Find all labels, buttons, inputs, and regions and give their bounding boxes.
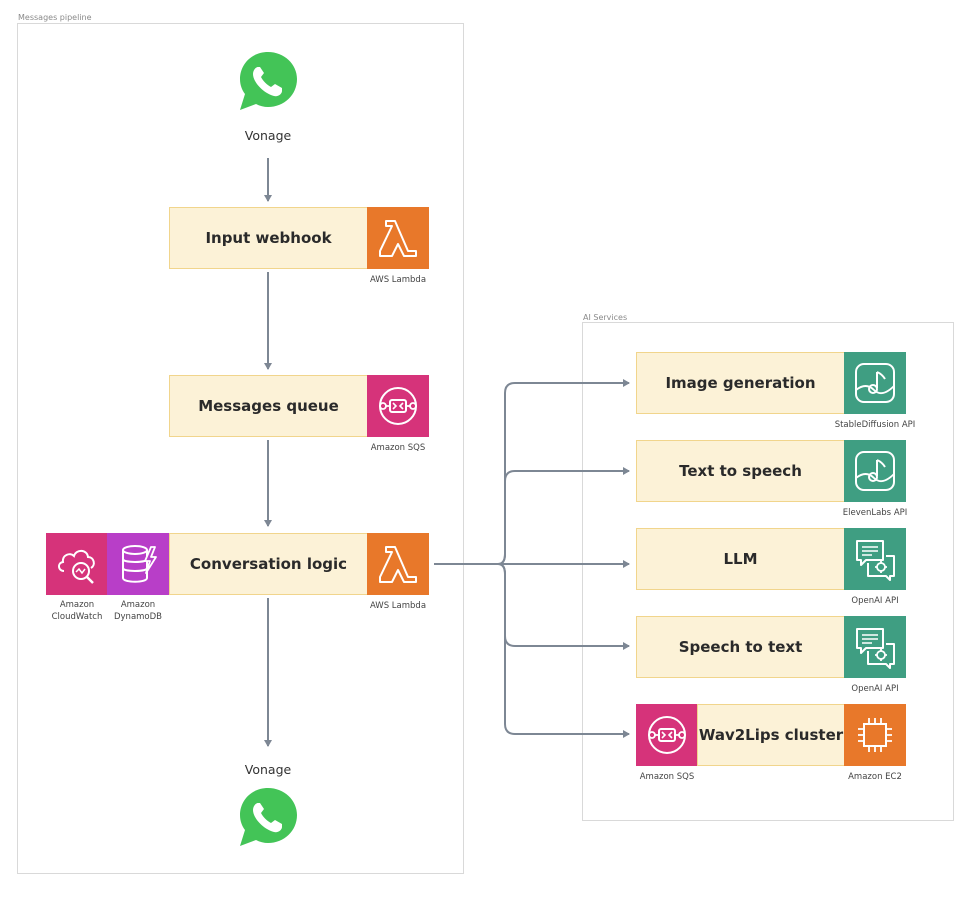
messages-pipeline-group-label: Messages pipeline <box>18 13 92 22</box>
vonage-bottom-label: Vonage <box>244 762 292 777</box>
cloudwatch-label-line1: Amazon <box>59 600 95 610</box>
sqs-tile-wav2lips <box>636 704 698 766</box>
wav2lips-cluster-box: Wav2Lips cluster <box>697 704 845 766</box>
lambda-icon <box>379 220 417 257</box>
text-to-speech-box: Text to speech <box>636 440 845 502</box>
wav2lips-service-label: Amazon EC2 <box>848 772 902 782</box>
image-generation-service-label: StableDiffusion API <box>834 420 916 430</box>
messages-queue-service-label: Amazon SQS <box>370 443 426 453</box>
input-webhook-service-label: AWS Lambda <box>369 275 427 285</box>
ai-services-group-label: AI Services <box>583 313 628 322</box>
text-to-speech-service-label: ElevenLabs API <box>842 508 908 518</box>
dynamodb-label: Amazon DynamoDB <box>98 599 178 623</box>
image-generation-label: Image generation <box>665 374 816 392</box>
stablediffusion-icon <box>855 363 895 403</box>
whatsapp-icon <box>240 788 297 846</box>
llm-label: LLM <box>723 550 758 568</box>
wav2lips-cluster-label: Wav2Lips cluster <box>698 726 844 744</box>
conversation-logic-box: Conversation logic <box>169 533 368 595</box>
arrow-to-wav2lips <box>497 563 630 738</box>
llm-box: LLM <box>636 528 845 590</box>
whatsapp-icon-bottom <box>236 785 300 849</box>
llm-service-label: OpenAI API <box>851 596 899 606</box>
dynamodb-icon <box>122 545 157 583</box>
sqs-icon <box>648 716 686 754</box>
elevenlabs-icon <box>855 451 895 491</box>
arrow-to-speech-to-text <box>497 563 630 650</box>
image-generation-box: Image generation <box>636 352 845 414</box>
openai-icon <box>856 628 895 669</box>
speech-to-text-box: Speech to text <box>636 616 845 678</box>
arrow-to-image-generation <box>497 379 630 565</box>
input-webhook-label: Input webhook <box>205 229 332 247</box>
cloudwatch-label: Amazon CloudWatch <box>37 599 117 623</box>
openai-tile-llm <box>844 528 906 590</box>
arrow-to-text-to-speech <box>497 467 630 565</box>
lambda-icon <box>379 546 417 583</box>
conversation-logic-label: Conversation logic <box>189 555 348 573</box>
dynamodb-label-line2: DynamoDB <box>113 612 163 622</box>
wav2lips-queue-service-label: Amazon SQS <box>639 772 695 782</box>
elevenlabs-tile <box>844 440 906 502</box>
cloudwatch-icon <box>58 549 95 584</box>
messages-pipeline-group <box>17 23 464 874</box>
cloudwatch-tile <box>46 533 108 595</box>
dynamodb-tile <box>107 533 169 595</box>
messages-queue-box: Messages queue <box>169 375 368 437</box>
messages-queue-label: Messages queue <box>198 397 339 415</box>
cloudwatch-label-line2: CloudWatch <box>51 612 103 622</box>
conversation-logic-service-label: AWS Lambda <box>369 601 427 611</box>
vonage-top-label: Vonage <box>244 128 292 143</box>
dynamodb-label-line1: Amazon <box>120 600 156 610</box>
sqs-icon <box>379 387 417 425</box>
speech-to-text-label: Speech to text <box>678 638 803 656</box>
whatsapp-icon <box>240 52 297 110</box>
lambda-tile-logic <box>367 533 429 595</box>
lambda-tile-webhook <box>367 207 429 269</box>
ec2-icon <box>858 718 892 752</box>
ai-services-group <box>582 322 954 821</box>
sqs-tile-queue <box>367 375 429 437</box>
input-webhook-box: Input webhook <box>169 207 368 269</box>
text-to-speech-label: Text to speech <box>679 462 802 480</box>
stablediffusion-tile <box>844 352 906 414</box>
whatsapp-icon-top <box>236 49 300 113</box>
speech-to-text-service-label: OpenAI API <box>851 684 899 694</box>
ec2-tile <box>844 704 906 766</box>
openai-icon <box>856 540 895 581</box>
openai-tile-stt <box>844 616 906 678</box>
